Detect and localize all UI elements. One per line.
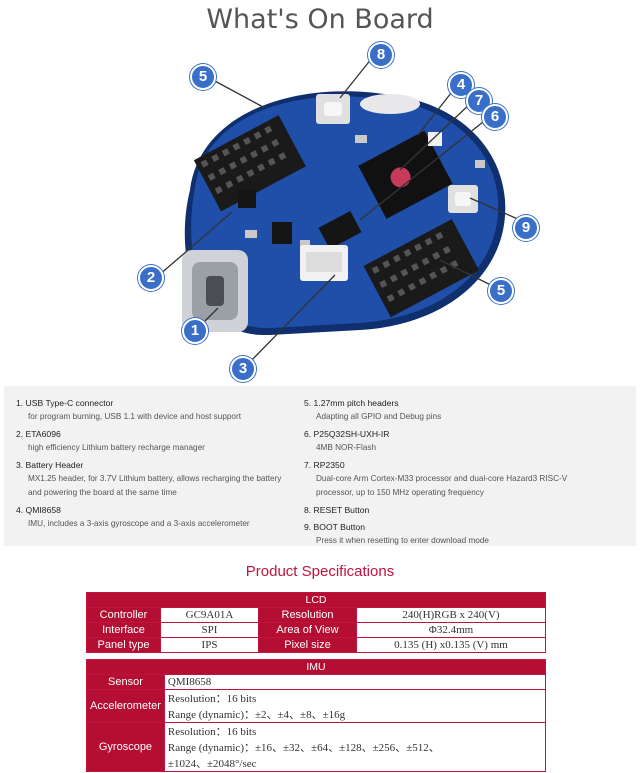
feature-title: 9. BOOT Button bbox=[304, 522, 365, 532]
spec-heading: Product Specifications bbox=[245, 563, 395, 580]
feature-desc: MX1.25 header, for 3.7V Lithium battery,… bbox=[28, 474, 282, 483]
feature-item: 9. BOOT Button Press it when resetting t… bbox=[304, 520, 624, 548]
callout-2: 2 bbox=[138, 265, 164, 291]
callout-8: 8 bbox=[368, 42, 394, 68]
spec-line: Resolution：16 bits bbox=[167, 726, 257, 738]
board-image bbox=[157, 57, 521, 366]
spec-line: Range (dynamic)：±16、±32、±64、±128、±256、±5… bbox=[167, 742, 440, 754]
spec-label: Accelerometer bbox=[86, 689, 165, 723]
callout-7: 7 bbox=[466, 88, 492, 114]
feature-title: 8. RESET Button bbox=[304, 505, 370, 515]
feature-item: 6. P25Q32SH-UXH-IR 4MB NOR-Flash bbox=[304, 427, 624, 455]
spec-label: Panel type bbox=[86, 637, 161, 653]
feature-title: 3. Battery Header bbox=[16, 460, 84, 470]
feature-desc: and powering the board at the same time bbox=[28, 488, 177, 497]
spec-label: Gyroscope bbox=[86, 722, 165, 772]
feature-column-right: 5. 1.27mm pitch headers Adapting all GPI… bbox=[304, 396, 624, 551]
spec-label: Interface bbox=[86, 622, 161, 638]
lcd-spec-table: LCD Controller GC9A01A Resolution 240(H)… bbox=[86, 592, 546, 653]
callout-3: 3 bbox=[230, 356, 256, 382]
spec-value: Resolution：16 bits Range (dynamic)：±2、±4… bbox=[163, 689, 547, 723]
feature-item: 2. ETA6096 high efficiency Lithium batte… bbox=[16, 427, 316, 455]
feature-desc: IMU, includes a 3-axis gyroscope and a 3… bbox=[28, 519, 250, 528]
page-title: What's On Board bbox=[206, 4, 434, 35]
callout-5-top: 5 bbox=[190, 64, 216, 90]
board-illustration: 5 8 4 7 6 9 5 2 1 3 bbox=[0, 40, 640, 385]
feature-list: 1. USB Type-C connector for program burn… bbox=[4, 386, 636, 546]
feature-title: 2. ETA6096 bbox=[16, 429, 61, 439]
table-row: Sensor QMI8658 bbox=[86, 674, 547, 690]
feature-column-left: 1. USB Type-C connector for program burn… bbox=[16, 396, 316, 534]
spec-value: 240(H)RGB x 240(V) bbox=[356, 607, 546, 623]
feature-item: 1. USB Type-C connector for program burn… bbox=[16, 396, 316, 424]
spec-label: Sensor bbox=[86, 674, 165, 690]
feature-title: 6. P25Q32SH-UXH-IR bbox=[304, 429, 390, 439]
table-row: Controller GC9A01A Resolution 240(H)RGB … bbox=[86, 607, 546, 623]
spec-value: IPS bbox=[160, 637, 259, 653]
spec-value: 0.135 (H) x0.135 (V) mm bbox=[356, 637, 546, 653]
spec-value: SPI bbox=[160, 622, 259, 638]
spec-label: Pixel size bbox=[258, 637, 357, 653]
spec-label: Area of View bbox=[258, 622, 357, 638]
table-row: Panel type IPS Pixel size 0.135 (H) x0.1… bbox=[86, 637, 546, 653]
feature-desc: Dual-core Arm Cortex-M33 processor and d… bbox=[316, 474, 568, 483]
callout-5-bottom: 5 bbox=[488, 278, 514, 304]
feature-title: 7. RP2350 bbox=[304, 460, 345, 470]
imu-spec-table: IMU Sensor QMI8658 Accelerometer Resolut… bbox=[86, 659, 547, 772]
callout-6: 6 bbox=[482, 104, 508, 130]
feature-title: 5. 1.27mm pitch headers bbox=[304, 398, 399, 408]
spec-value: GC9A01A bbox=[160, 607, 259, 623]
feature-item: 5. 1.27mm pitch headers Adapting all GPI… bbox=[304, 396, 624, 424]
table-row: Interface SPI Area of View Φ32.4mm bbox=[86, 622, 546, 638]
lcd-header: LCD bbox=[86, 592, 546, 608]
spec-value: Resolution：16 bits Range (dynamic)：±16、±… bbox=[163, 722, 547, 772]
feature-title: 1. USB Type-C connector bbox=[16, 398, 114, 408]
spec-line: Range (dynamic)：±2、±4、±8、±16g bbox=[167, 709, 346, 721]
feature-item: 3. Battery Header MX1.25 header, for 3.7… bbox=[16, 458, 316, 500]
feature-item: 8. RESET Button bbox=[304, 503, 624, 517]
spec-value: Φ32.4mm bbox=[356, 622, 546, 638]
callout-9: 9 bbox=[513, 215, 539, 241]
feature-desc: Adapting all GPIO and Debug pins bbox=[316, 412, 442, 421]
feature-desc: Press it when resetting to enter downloa… bbox=[316, 536, 489, 545]
imu-header: IMU bbox=[86, 659, 546, 675]
spec-line: Resolution：16 bits bbox=[167, 693, 257, 705]
feature-desc: processor, up to 150 MHz operating frequ… bbox=[316, 488, 484, 497]
table-row: Gyroscope Resolution：16 bits Range (dyna… bbox=[86, 722, 547, 772]
spec-line: ±1024、±2048°/sec bbox=[167, 758, 257, 770]
feature-desc: 4MB NOR-Flash bbox=[316, 443, 377, 452]
feature-item: 7. RP2350 Dual-core Arm Cortex-M33 proce… bbox=[304, 458, 624, 500]
feature-title: 4. QMI8658 bbox=[16, 505, 61, 515]
feature-desc: high efficiency Lithium battery recharge… bbox=[28, 443, 205, 452]
table-row: Accelerometer Resolution：16 bits Range (… bbox=[86, 689, 547, 723]
spec-label: Resolution bbox=[258, 607, 357, 623]
callout-1: 1 bbox=[182, 318, 208, 344]
feature-desc: for program burning, USB 1.1 with device… bbox=[28, 412, 241, 421]
spec-label: Controller bbox=[86, 607, 161, 623]
feature-item: 4. QMI8658 IMU, includes a 3-axis gyrosc… bbox=[16, 503, 316, 531]
spec-value: QMI8658 bbox=[163, 674, 547, 690]
